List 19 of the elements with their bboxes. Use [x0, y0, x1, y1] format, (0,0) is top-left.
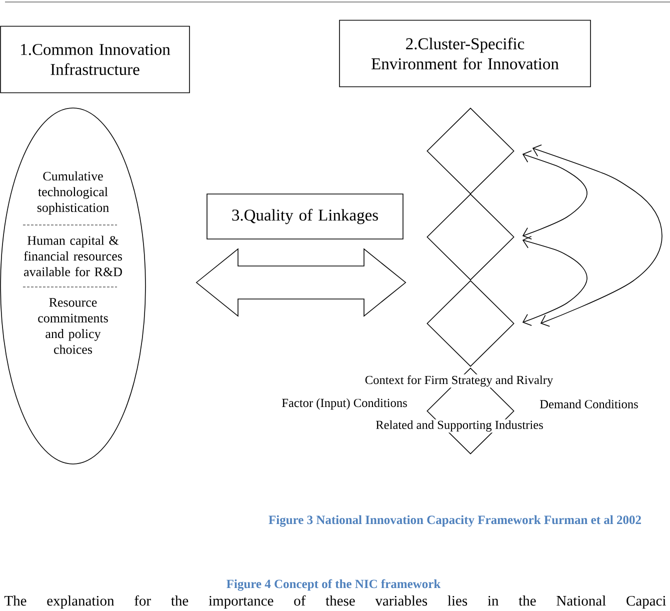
body-text: The explanation for the importance of these variables lies in the National Capaci [4, 595, 666, 609]
vertex-label: Demand Conditions [538, 398, 640, 410]
diamond [426, 108, 514, 194]
curved-arrow [522, 150, 588, 240]
heading-box: 1.Common Innovation Infrastructure [0, 26, 190, 94]
figure-caption: Figure 4 Concept of the NIC framework [226, 579, 441, 591]
item-text: Resource commitments and policy choices [38, 298, 108, 354]
heading-box: 3.Quality of Linkages [206, 194, 404, 240]
curved-arrow [522, 236, 588, 326]
item-text: Human capital & financial resources available for R&D [24, 236, 122, 276]
vertex-label: Factor (Input) Conditions [280, 397, 408, 411]
vertex-label: Related and Supporting Industries [374, 419, 544, 433]
diamond [426, 280, 514, 367]
diamond [426, 194, 514, 280]
item-text: Cumulative technological sophistication [37, 171, 109, 215]
curved-arrow [532, 144, 662, 327]
figure-caption: Figure 3 National Innovation Capacity Framework Furman et al 2002 [268, 515, 641, 527]
vertex-label: Context for Firm Strategy and Rivalry [364, 374, 554, 388]
heading-box: 2.Cluster-Specific Environment for Innovation [339, 20, 591, 88]
